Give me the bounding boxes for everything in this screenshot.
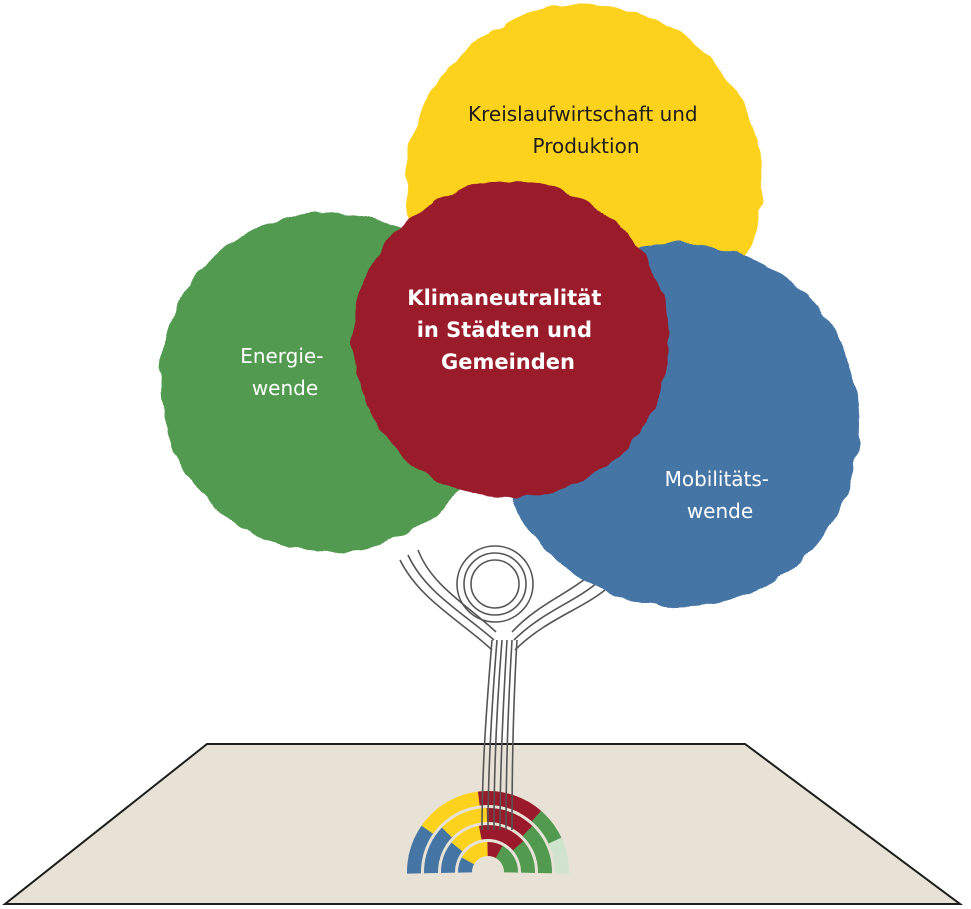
parliament-seat [530,838,551,861]
parliament-seat [548,837,568,860]
parliament-seat [454,809,477,830]
parliament-seat [458,856,475,873]
parliament-seat [553,853,570,874]
parliament-seat [470,808,490,824]
label-energiewende: Energie- wende [240,344,330,400]
label-klimaneutralitaet: Klimaneutralität in Städten und Gemeinde… [407,286,608,374]
parliament-seat [501,856,518,873]
label-mobilitaetswende: Mobilitäts- wende [665,467,776,523]
parliament-seat [512,841,533,862]
parliament-seat [478,825,498,840]
tree-trunk [399,545,606,831]
parliament-seat [518,855,535,873]
parliament-seat [461,791,483,809]
parliament-seat [463,825,483,844]
parliament-seat [536,854,552,874]
parliament-seating-chart [407,791,570,874]
label-kreislaufwirtschaft: Kreislaufwirtschaft und Produktion [468,102,704,158]
parliament-seat [487,842,504,859]
circle-klimaneutralitaet [353,182,669,498]
parliament-seat [472,842,489,859]
